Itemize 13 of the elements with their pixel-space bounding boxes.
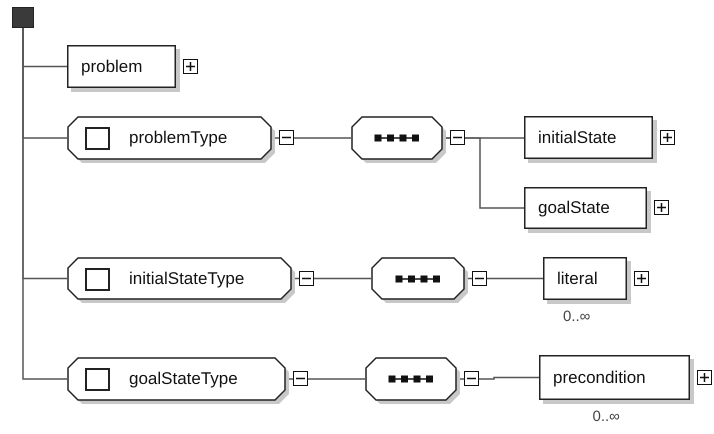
multiplicity-label: 0..∞ xyxy=(563,307,590,327)
complex-type-box xyxy=(67,116,272,160)
sequence-compositor xyxy=(371,257,465,300)
multiplicity-label: 0..∞ xyxy=(592,407,620,427)
root-square xyxy=(12,7,34,28)
sequence-compositor xyxy=(365,357,457,401)
element-name: goalStateType xyxy=(129,368,238,390)
complex-type-box xyxy=(67,357,286,401)
connector-line xyxy=(22,28,67,380)
element-name: initialStateType xyxy=(129,268,244,290)
sequence-compositor xyxy=(351,116,443,160)
element-name: problemType xyxy=(129,127,228,149)
complex-type-box xyxy=(67,257,292,300)
